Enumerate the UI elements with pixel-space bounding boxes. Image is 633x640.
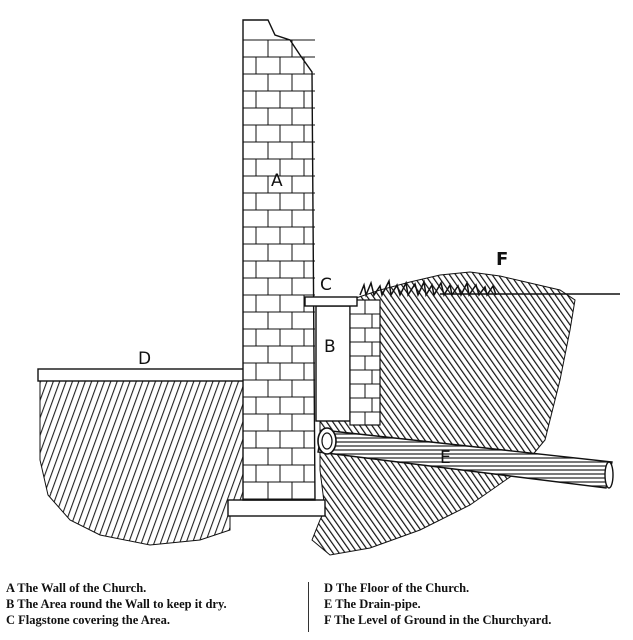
legend-item-a: A The Wall of the Church.: [6, 581, 147, 595]
legend-item-f: F The Level of Ground in the Churchyard.: [324, 613, 552, 627]
grass-tufts: [359, 278, 497, 298]
church-floor-slab: [37, 368, 249, 382]
label-e: E: [440, 448, 451, 468]
label-d: D: [138, 349, 151, 369]
church-wall: [242, 19, 316, 501]
legend: A The Wall of the Church. B The Area rou…: [6, 580, 628, 636]
flagstone: [304, 296, 358, 307]
legend-item-e: E The Drain-pipe.: [324, 597, 421, 611]
legend-right-column: D The Floor of the Church. E The Drain-p…: [324, 580, 628, 628]
soil-under-floor: [39, 379, 246, 546]
legend-item-d: D The Floor of the Church.: [324, 581, 470, 595]
drain-pipe: [317, 427, 614, 489]
label-f: F: [496, 249, 508, 270]
legend-left-column: A The Wall of the Church. B The Area rou…: [6, 580, 301, 628]
label-a: A: [271, 171, 283, 191]
legend-item-c: C Flagstone covering the Area.: [6, 613, 170, 627]
legend-item-b: B The Area round the Wall to keep it dry…: [6, 597, 227, 611]
dry-area: [315, 305, 351, 422]
church-wall-section-diagram: A B C D E F: [37, 19, 620, 556]
legend-divider: [308, 582, 309, 632]
area-retaining-wall: [349, 299, 381, 426]
wall-footing: [227, 499, 326, 517]
label-b: B: [324, 337, 336, 357]
label-c: C: [320, 275, 332, 295]
